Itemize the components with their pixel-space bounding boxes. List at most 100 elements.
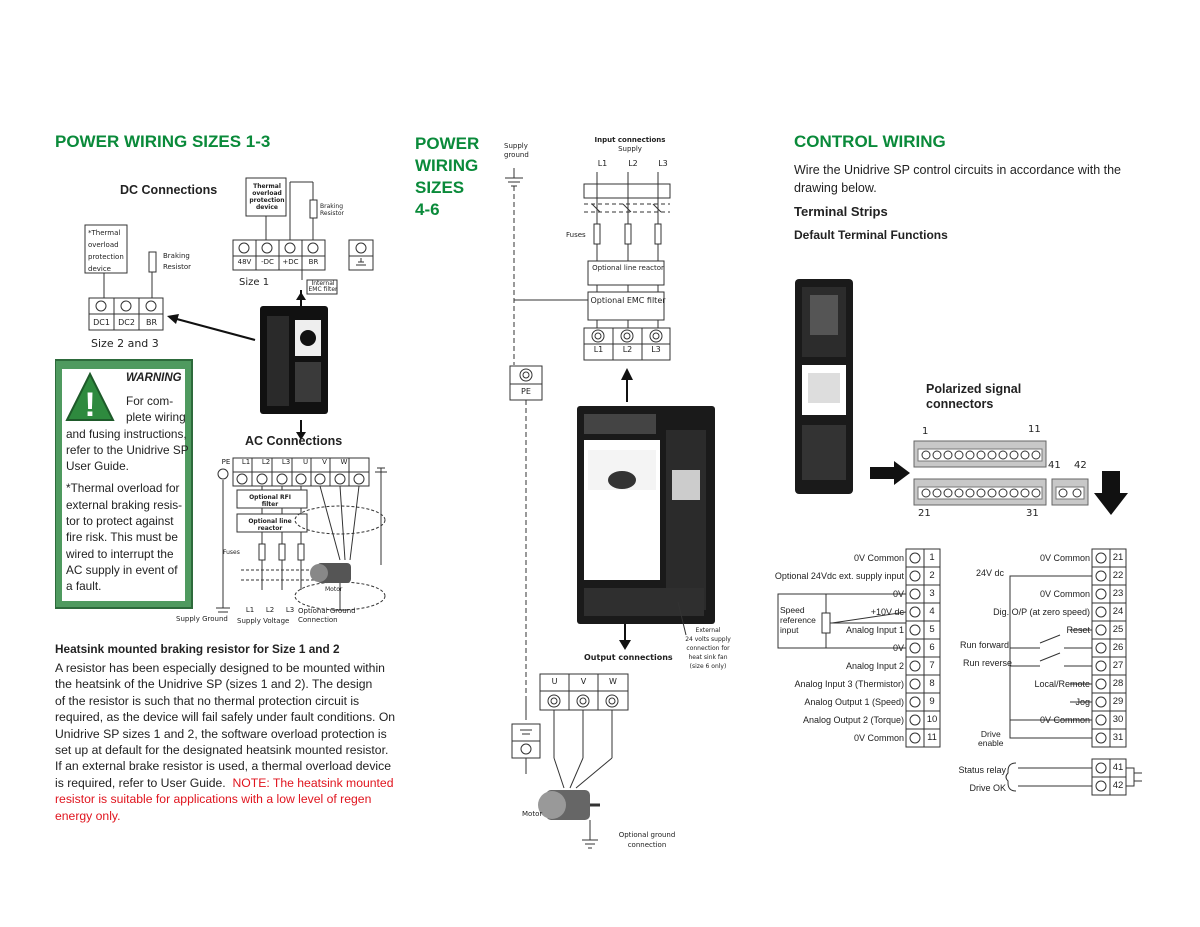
run-forward-label: Run forward	[960, 640, 1010, 650]
warning-line: wired to interrupt the	[66, 546, 174, 561]
terminal-strip-diagram	[795, 279, 1128, 515]
terminal-label: W	[340, 458, 348, 466]
supply-ground-mid: Supply ground	[504, 142, 529, 159]
terminal-number: 5	[929, 624, 935, 635]
line-label: L3	[658, 159, 668, 168]
fuses-label: Fuses	[223, 549, 240, 556]
size23-terminal-labels: DC1 DC2 BR	[89, 318, 165, 327]
warning-line: User Guide.	[66, 459, 129, 474]
thermal-small-label: Thermal overload protection device	[249, 183, 285, 211]
terminal-function: Analog Output 2 (Torque)	[802, 715, 904, 725]
terminal-label: L1	[241, 458, 251, 466]
heatsink-heading: Heatsink mounted braking resistor for Si…	[55, 642, 340, 656]
conn-label-1: 1	[922, 426, 929, 437]
terminal-number: 9	[929, 696, 935, 707]
optional-line-reactor-mid: Optional line reactor	[592, 264, 664, 272]
fan-line: heat sink fan	[688, 654, 728, 661]
right-title: CONTROL WIRING	[794, 132, 946, 151]
drive-enable-line: Drive	[980, 729, 1001, 739]
terminal-function: 0V Common	[1039, 715, 1090, 725]
para-line: set up at default for the designated hea…	[55, 743, 389, 758]
note-line: resistor is suitable for applications wi…	[55, 792, 372, 807]
terminal-label: W	[609, 677, 617, 686]
terminal-label: L2	[622, 345, 633, 354]
run-reverse-label: Run reverse	[963, 658, 1013, 668]
size1-label: Size 1	[239, 277, 270, 288]
terminal-label: V	[322, 458, 327, 466]
para-line: the heatsink of the Unidrive SP (sizes 1…	[55, 677, 373, 692]
terminal-label: 48V	[237, 258, 252, 266]
svg-text:!: !	[84, 386, 95, 424]
optional-emc-mid: Optional EMC filter	[590, 296, 666, 305]
braking-small-label: Braking Resistor	[320, 203, 344, 217]
middle-title-line: POWER	[415, 134, 480, 153]
terminal-number: 23	[1112, 588, 1124, 599]
terminal-function: +10V dc	[870, 607, 904, 617]
terminal-function: Analog Input 3 (Thermistor)	[794, 679, 904, 689]
terminal-number: 22	[1112, 570, 1124, 581]
conn-label-41: 41	[1048, 460, 1061, 471]
input-terminal-labels: L1 L2 L3	[584, 345, 670, 354]
conn-label-11: 11	[1028, 424, 1041, 435]
para-line: A resistor has been especially designed …	[55, 661, 385, 675]
terminal-function: Analog Input 2	[845, 661, 904, 671]
left-terminal-numbers: 1 2 3 4 5 6 7 8 9 10 11	[924, 549, 940, 747]
speed-ref-line: input	[780, 625, 799, 635]
output-terminal-labels: U V W	[540, 677, 628, 686]
terminal-number: 1	[929, 552, 935, 563]
terminal-number: 3	[929, 588, 935, 599]
right-terminal-numbers: 21 22 23 24 25 26 27 28 29 30 31	[1110, 549, 1126, 747]
terminal-number: 7	[929, 660, 935, 671]
input-connections-label: Input connections	[594, 136, 666, 144]
middle-title: POWER WIRING SIZES 4-6	[415, 133, 479, 221]
terminal-number: 28	[1112, 678, 1124, 689]
warning-line: refer to the Unidrive SP	[66, 442, 189, 457]
left-terminal-labels: 0V Common Optional 24Vdc ext. supply inp…	[770, 549, 904, 747]
terminal-number: 10	[926, 714, 938, 725]
default-functions-heading: Default Terminal Functions	[794, 228, 948, 242]
size23-label: Size 2 and 3	[91, 337, 159, 350]
terminal-number: 29	[1112, 696, 1124, 707]
terminal-function: Optional 24Vdc ext. supply input	[774, 571, 904, 581]
line-label: L2	[628, 159, 638, 168]
terminal-number: 25	[1112, 624, 1124, 635]
supply-ground-label: Supply Ground	[176, 615, 228, 623]
fan-line: (size 6 only)	[689, 663, 727, 670]
terminal-label: -DC	[261, 258, 274, 266]
warning-line: and fusing instructions,	[66, 426, 187, 441]
middle-title-line: 4-6	[415, 200, 440, 219]
para-line: required, as the device will fail safely…	[55, 710, 396, 725]
fan-line: 24 volts supply	[685, 636, 731, 643]
supply-voltage-label: Supply Voltage	[237, 617, 290, 625]
control-wiring-diagram	[777, 548, 1142, 796]
control-intro: Wire the Unidrive SP control circuits in…	[794, 161, 1121, 197]
middle-title-line: SIZES	[415, 178, 465, 197]
intro-line: drawing below.	[794, 181, 877, 195]
terminal-label: V	[580, 677, 587, 686]
terminal-number: 30	[1112, 714, 1124, 725]
terminal-label: L3	[651, 345, 661, 354]
terminal-label: BR	[308, 258, 319, 266]
relay-label: Status relay	[958, 765, 1006, 775]
optional-ground-label: Optional Ground Connection	[298, 607, 356, 624]
terminal-function: 0V	[892, 643, 904, 653]
terminal-function: Analog Input 1	[845, 625, 904, 635]
power-wiring-4-6-diagram	[505, 168, 715, 849]
polarized-label: Polarized signal connectors	[926, 382, 1022, 411]
terminal-label: BR	[145, 318, 158, 327]
terminal-label: DC1	[93, 318, 110, 327]
para-line: is required, refer to User Guide.	[55, 775, 226, 790]
terminal-number: 11	[927, 732, 937, 743]
warning-text: For com- plete wiring and fusing instruc…	[66, 393, 189, 595]
terminal-label: L3	[281, 458, 291, 466]
terminal-label: U	[551, 677, 558, 686]
warning-line: a fault.	[66, 579, 102, 594]
warning-line: For com-	[126, 394, 174, 408]
optional-ground-mid: Optional ground connection	[618, 831, 676, 849]
terminal-number: 8	[929, 678, 935, 689]
supply-label: Supply	[618, 145, 642, 153]
terminal-number: 24	[1112, 606, 1124, 617]
terminal-function: Reset	[1066, 625, 1090, 635]
note-inline: NOTE: The heatsink mounted	[232, 775, 394, 790]
left-title: POWER WIRING SIZES 1-3	[55, 132, 271, 151]
